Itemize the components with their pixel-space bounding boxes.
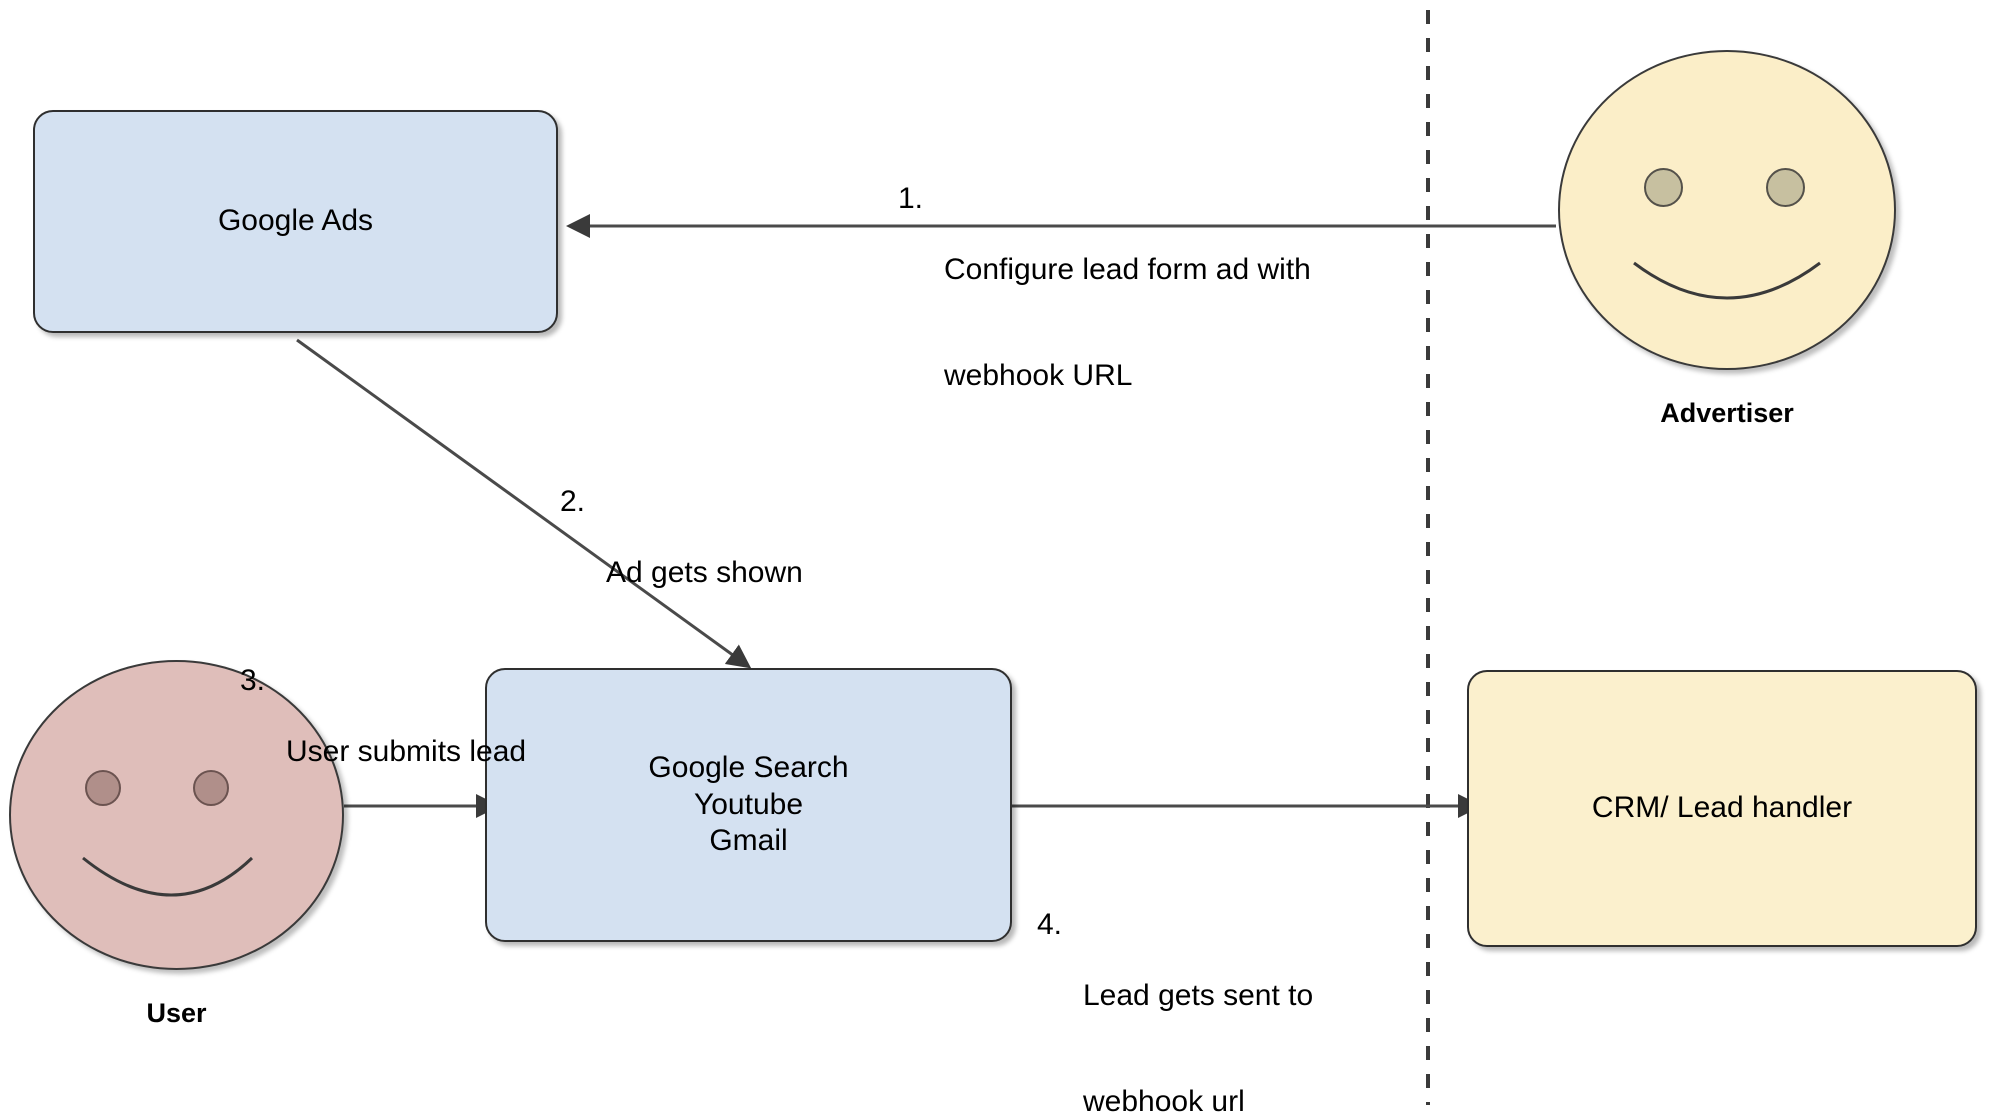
connector-google-ads-to-surfaces [296,338,752,669]
edge-label-2-number: 2. [560,484,586,518]
actor-user[interactable]: User [9,660,344,1060]
edge-label-1-number: 1. [898,181,924,215]
user-face-icon [9,660,344,970]
actor-advertiser[interactable]: Advertiser [1558,50,1896,445]
user-caption: User [146,998,207,1028]
node-crm-label: CRM/ Lead handler [1591,791,1853,825]
edge-label-3-line-1: User submits lead [286,734,527,768]
node-crm-lead-handler[interactable]: CRM/ Lead handler [1467,670,1977,947]
user-eye-right-icon [193,770,229,806]
edge-label-2-line-1: Ad gets shown [606,555,803,589]
advertiser-eye-left-icon [1644,168,1683,207]
advertiser-face-icon [1558,50,1896,370]
user-eye-left-icon [85,770,121,806]
edge-label-1-line-2: webhook URL [944,358,1133,392]
node-google-ads[interactable]: Google Ads [33,110,558,333]
edge-label-1-line-1: Configure lead form ad with [944,252,1311,286]
edge-label-3-number: 3. [240,663,266,697]
edge-label-1: 1. Configure lead form ad with webhook U… [898,110,1311,535]
edge-label-4-line-2: webhook url [1083,1084,1245,1116]
edge-label-4: 4. Lead gets sent to webhook url [1037,836,1313,1116]
user-smile-icon [82,856,254,897]
advertiser-smile-icon [1633,261,1821,300]
node-google-surfaces[interactable]: Google Search Youtube Gmail [485,668,1012,942]
advertiser-eye-right-icon [1766,168,1805,207]
advertiser-caption: Advertiser [1660,398,1794,428]
node-google-surfaces-label: Google Search Youtube Gmail [648,751,849,858]
edge-label-4-line-1: Lead gets sent to [1083,978,1314,1012]
node-google-ads-label: Google Ads [217,204,374,238]
edge-label-3: 3. User submits lead [240,592,526,911]
edge-label-2: 2. Ad gets shown [560,413,803,732]
edge-label-4-number: 4. [1037,907,1063,941]
